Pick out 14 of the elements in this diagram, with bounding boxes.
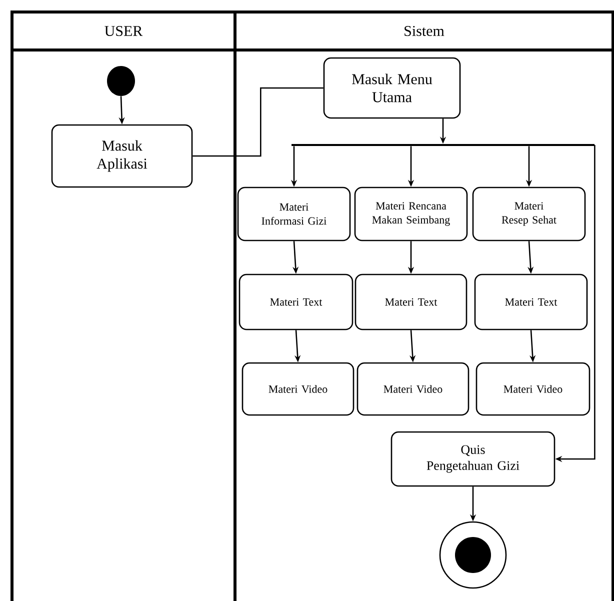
activity-box: Materi Text [238, 274, 354, 330]
activity-box: Materi Text [354, 274, 468, 330]
activity-box: Materi Rencana Makan Seimbang [354, 186, 468, 242]
activity-box: Masuk Aplikasi [51, 124, 193, 188]
activity-box: Materi Resep Sehat [472, 186, 586, 242]
activity-box: Materi Text [474, 274, 588, 330]
start-node [107, 66, 135, 96]
activity-box: Materi Video [476, 362, 590, 416]
activity-box: Masuk Menu Utama [323, 57, 461, 119]
activity-box: Materi Informasi Gizi [237, 186, 351, 242]
activity-box: Materi Video [242, 362, 354, 416]
activity-box: Materi Video [356, 362, 470, 416]
end-node [439, 521, 507, 589]
activity-box: Quis Pengetahuan Gizi [390, 431, 556, 487]
